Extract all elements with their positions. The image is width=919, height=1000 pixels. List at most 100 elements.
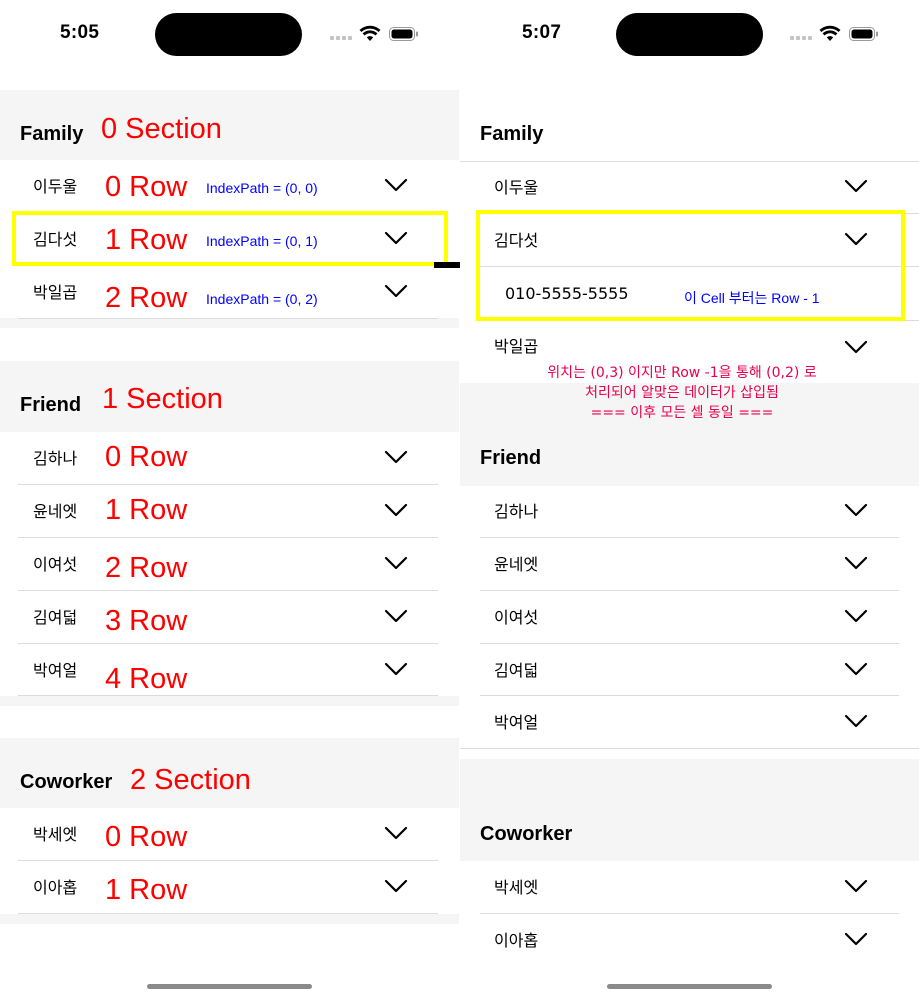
- row-annotation: 0 Row: [105, 171, 188, 203]
- table-row[interactable]: 박여얼: [0, 644, 459, 697]
- chevron-down-icon[interactable]: [844, 232, 868, 246]
- row-name: 박세엣: [33, 825, 78, 844]
- wifi-icon: [819, 25, 841, 41]
- section-friend-band: [460, 414, 919, 486]
- signal-icon: [790, 36, 812, 40]
- chevron-down-icon[interactable]: [384, 662, 408, 676]
- row-name: 김다섯: [33, 230, 78, 249]
- section-annotation: 2 Section: [130, 764, 251, 796]
- row-name: 김하나: [33, 449, 78, 468]
- section-header-friend: Friend: [480, 447, 542, 469]
- row-name: 이여섯: [33, 555, 78, 574]
- chevron-down-icon[interactable]: [844, 662, 868, 676]
- row-name: 김다섯: [494, 231, 539, 250]
- index-path-annotation: IndexPath = (0, 1): [206, 233, 318, 249]
- chevron-down-icon[interactable]: [384, 284, 408, 298]
- chevron-down-icon[interactable]: [844, 714, 868, 728]
- index-path-annotation: IndexPath = (0, 2): [206, 291, 318, 307]
- row-name: 이두울: [494, 178, 539, 197]
- table-row[interactable]: 이아홉: [0, 861, 459, 914]
- row-annotation: 1 Row: [105, 224, 188, 256]
- row-name: 이두울: [33, 177, 78, 196]
- status-time: 5:05: [60, 22, 100, 43]
- chevron-down-icon[interactable]: [844, 503, 868, 517]
- battery-icon: [849, 27, 878, 41]
- home-indicator: [607, 984, 772, 989]
- row-annotation: 2 Row: [105, 282, 188, 314]
- chevron-down-icon[interactable]: [384, 450, 408, 464]
- table-row[interactable]: 이아홉: [460, 914, 919, 967]
- annotation-note: 위치는 (0,3) 이지만 Row -1을 통해 (0,2) 로 처리되어 알맞…: [547, 365, 817, 421]
- row-annotation: 0 Row: [105, 821, 188, 853]
- table-row[interactable]: 이두울: [0, 160, 459, 213]
- section-header-friend: Friend: [20, 394, 82, 416]
- section-coworker-band: [460, 759, 919, 861]
- table-row[interactable]: 이두울: [460, 161, 919, 214]
- row-annotation: 3 Row: [105, 605, 188, 637]
- highlight-box: [476, 210, 905, 321]
- chevron-down-icon[interactable]: [384, 826, 408, 840]
- row-annotation: 2 Row: [105, 552, 188, 584]
- section-header-coworker: Coworker: [20, 771, 113, 793]
- chevron-down-icon[interactable]: [384, 503, 408, 517]
- row-name: 김여덟: [494, 661, 539, 680]
- row-name: 박일곱: [33, 283, 78, 302]
- chevron-down-icon[interactable]: [384, 178, 408, 192]
- chevron-down-icon[interactable]: [384, 231, 408, 245]
- table-row[interactable]: 김여덟: [0, 591, 459, 644]
- phone-number: 010-5555-5555: [505, 284, 629, 303]
- chevron-down-icon[interactable]: [844, 609, 868, 623]
- left-screen: 5:05 Family 이두울 김다섯 박일곱 Friend 김하나 윤네엣: [0, 0, 459, 1000]
- section-annotation: 1 Section: [102, 383, 223, 415]
- chevron-down-icon[interactable]: [844, 340, 868, 354]
- chevron-down-icon[interactable]: [844, 932, 868, 946]
- table-row[interactable]: 김다섯: [0, 213, 459, 266]
- row-name: 김여덟: [33, 608, 78, 627]
- index-path-annotation: IndexPath = (0, 0): [206, 180, 318, 196]
- battery-icon: [389, 27, 418, 41]
- table-row[interactable]: 박세엣: [460, 861, 919, 914]
- right-screen: 5:07 Family 이두울 김다섯 010-5555-5555 박일곱 Fr…: [460, 0, 919, 1000]
- row-annotation: 0 Row: [105, 441, 188, 473]
- row-name: 이아홉: [494, 931, 539, 950]
- row-name: 박세엣: [494, 878, 539, 897]
- row-name: 박여얼: [33, 661, 78, 680]
- row-name: 윤네엣: [33, 502, 78, 521]
- table-row[interactable]: 김하나: [0, 432, 459, 485]
- table-row[interactable]: 윤네엣: [0, 485, 459, 538]
- section-header-family: Family: [480, 123, 544, 145]
- row-annotation: 1 Row: [105, 494, 188, 526]
- row-name: 윤네엣: [494, 555, 539, 574]
- table-row[interactable]: 이여섯: [0, 538, 459, 591]
- dynamic-island: [616, 13, 763, 56]
- expanded-detail-row: 010-5555-5555: [460, 267, 919, 320]
- section-header-family: Family: [20, 123, 84, 145]
- row-name: 김하나: [494, 502, 539, 521]
- wifi-icon: [359, 25, 381, 41]
- table-row[interactable]: 윤네엣: [460, 538, 919, 591]
- highlight-box: [12, 211, 448, 266]
- table-row[interactable]: 박세엣: [0, 808, 459, 861]
- row-annotation: 4 Row: [105, 663, 188, 695]
- status-time: 5:07: [522, 22, 562, 43]
- row-annotation: 1 Row: [105, 874, 188, 906]
- table-row[interactable]: 박일곱: [460, 320, 919, 373]
- section-annotation: 0 Section: [101, 113, 222, 145]
- signal-icon: [330, 36, 352, 40]
- section-header-coworker: Coworker: [480, 823, 573, 845]
- table-row[interactable]: 박여얼: [460, 696, 919, 749]
- row-name: 박여얼: [494, 713, 539, 732]
- row-offset-note: 이 Cell 부터는 Row - 1: [684, 290, 820, 306]
- chevron-down-icon[interactable]: [844, 556, 868, 570]
- row-name: 이아홉: [33, 878, 78, 897]
- chevron-down-icon[interactable]: [384, 609, 408, 623]
- table-row[interactable]: 이여섯: [460, 591, 919, 644]
- chevron-down-icon[interactable]: [844, 879, 868, 893]
- chevron-down-icon[interactable]: [844, 179, 868, 193]
- chevron-down-icon[interactable]: [384, 879, 408, 893]
- table-row[interactable]: 김하나: [460, 485, 919, 538]
- table-row[interactable]: 김다섯: [460, 214, 919, 267]
- chevron-down-icon[interactable]: [384, 556, 408, 570]
- table-row[interactable]: 김여덟: [460, 644, 919, 697]
- table-row[interactable]: 박일곱: [0, 266, 459, 319]
